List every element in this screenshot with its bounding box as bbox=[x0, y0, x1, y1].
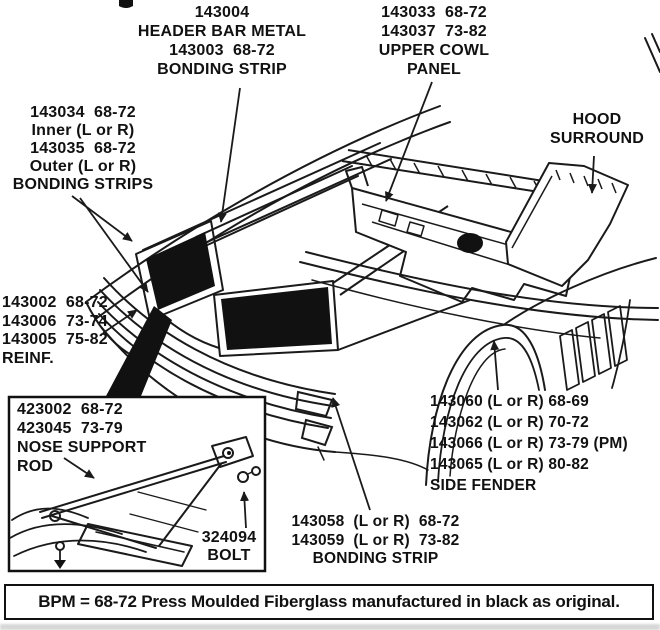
label-line: 423045 73-79 bbox=[17, 420, 123, 437]
label-line: 324094 bbox=[201, 529, 257, 546]
label-bonding-strips: 143034 68-72 Inner (L or R) 143035 68-72… bbox=[2, 104, 164, 194]
print-artifact bbox=[119, 0, 133, 8]
label-line: 143006 73-74 bbox=[2, 312, 108, 330]
label-line: 143005 75-82 bbox=[2, 331, 108, 348]
label-header-bar-metal: 143004 HEADER BAR METAL 143003 68-72 BON… bbox=[112, 3, 332, 79]
label-line: 143033 68-72 bbox=[381, 4, 487, 21]
label-line: 143059 (L or R) 73-82 bbox=[291, 531, 460, 549]
nose-support-rod-drawing bbox=[9, 436, 261, 569]
label-line: BONDING STRIPS bbox=[12, 176, 154, 193]
label-bolt: 324094 BOLT bbox=[196, 529, 262, 565]
footnote-text: BPM = 68-72 Press Moulded Fiberglass man… bbox=[38, 592, 620, 611]
label-line: BOLT bbox=[207, 547, 251, 564]
label-line: 143034 68-72 bbox=[30, 104, 136, 121]
label-line: ROD bbox=[17, 458, 54, 475]
label-line: SIDE FENDER bbox=[430, 477, 537, 494]
windshield-header-drawing bbox=[85, 33, 660, 354]
label-hood-surround: HOOD SURROUND bbox=[538, 110, 656, 148]
page-edge-shadow bbox=[0, 624, 660, 630]
label-line: 143035 68-72 bbox=[30, 140, 136, 157]
label-line: 143065 (L or R) 80-82 bbox=[430, 456, 589, 473]
label-nose-support-rod: 423002 68-72 423045 73-79 NOSE SUPPORT R… bbox=[17, 400, 177, 476]
footnote-banner: BPM = 68-72 Press Moulded Fiberglass man… bbox=[4, 584, 654, 620]
callout-wedge bbox=[106, 306, 172, 396]
label-line: 143003 68-72 bbox=[169, 42, 275, 59]
label-line: 143004 bbox=[194, 4, 250, 21]
label-line: BONDING STRIP bbox=[312, 550, 439, 567]
side-fender-drawing bbox=[299, 251, 659, 486]
label-line: NOSE SUPPORT bbox=[17, 439, 147, 456]
label-line: BONDING STRIP bbox=[157, 61, 287, 78]
label-upper-cowl-panel: 143033 68-72 143037 73-82 UPPER COWL PAN… bbox=[368, 3, 500, 79]
label-reinf: 143002 68-72 143006 73-74 143005 75-82 R… bbox=[2, 294, 132, 368]
leader-arrows bbox=[63, 81, 597, 529]
label-line: 143058 (L or R) 68-72 bbox=[291, 513, 460, 530]
label-bonding-strip-lower: 143058 (L or R) 68-72 143059 (L or R) 73… bbox=[278, 513, 473, 569]
label-line: 143060 (L or R) 68-69 bbox=[430, 393, 589, 410]
label-line: PANEL bbox=[406, 61, 462, 78]
label-line: SURROUND bbox=[549, 130, 645, 147]
hood-opening-bonding-areas bbox=[135, 205, 471, 357]
label-line: HOOD bbox=[572, 111, 622, 128]
label-line: 143062 (L or R) 70-72 bbox=[430, 414, 589, 431]
label-line: 143002 68-72 bbox=[2, 294, 108, 311]
label-line: HEADER BAR METAL bbox=[137, 23, 307, 40]
label-line: 423002 68-72 bbox=[17, 401, 123, 418]
hood-surround-panel-drawing bbox=[505, 162, 629, 287]
label-line: UPPER COWL bbox=[378, 42, 490, 59]
label-line: Inner (L or R) bbox=[31, 122, 135, 139]
label-line: 143066 (L or R) 73-79 (PM) bbox=[430, 435, 628, 452]
label-line: REINF. bbox=[2, 349, 54, 367]
cowl-panel-drawing bbox=[341, 149, 575, 303]
label-line: Outer (L or R) bbox=[29, 158, 137, 175]
label-line: 143037 73-82 bbox=[381, 23, 487, 40]
label-side-fender: 143060 (L or R) 68-69 143062 (L or R) 70… bbox=[430, 391, 658, 496]
